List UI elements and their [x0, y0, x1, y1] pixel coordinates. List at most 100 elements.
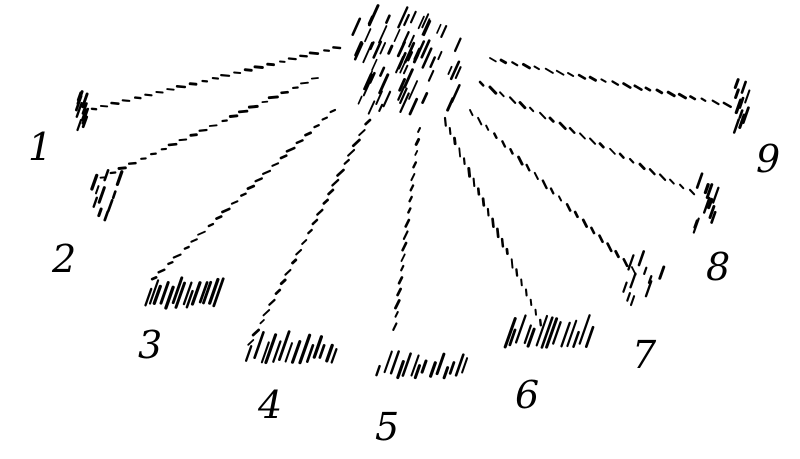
- endpoint-3-hatch: [182, 281, 193, 306]
- ray-9-dash: [577, 73, 587, 80]
- endpoint-7-hatch: [643, 266, 648, 276]
- ray-8-dash: [609, 147, 616, 155]
- endpoint-3-hatch: [159, 281, 170, 305]
- ray-7-dash: [533, 171, 539, 180]
- endpoint-6-hatch: [514, 314, 527, 344]
- ray-4-dash: [347, 148, 356, 157]
- ray-6-dash: [520, 278, 523, 287]
- hub-hatch-stroke: [409, 10, 417, 24]
- endpoint-5-hatch: [389, 350, 400, 375]
- endpoint-2-hatch: [97, 207, 103, 218]
- ray-6-dash: [505, 247, 509, 255]
- ray-7-dash: [541, 179, 548, 190]
- hub-hatch-stroke: [412, 53, 420, 64]
- ray-7-dash: [501, 140, 507, 148]
- ray-6-dash: [458, 147, 462, 158]
- ray-5-dash: [394, 299, 401, 310]
- endpoint-1-hatch: [76, 118, 83, 132]
- ray-9-dash: [521, 62, 531, 70]
- endpoint-label-6: 6: [515, 373, 539, 417]
- ray-5-dash: [396, 287, 402, 297]
- ray-4-dash: [336, 168, 345, 177]
- hub-hatch-stroke: [399, 92, 410, 113]
- endpoint-label-5: 5: [375, 405, 399, 449]
- ray-6-dash: [539, 318, 542, 327]
- ray-6-dash: [534, 308, 538, 316]
- hub-hatch-stroke: [369, 41, 375, 51]
- ray-3-dash: [295, 139, 304, 145]
- ray-3-dash: [279, 154, 288, 160]
- ray-5-dash: [414, 138, 421, 146]
- ray-2-dash: [267, 95, 279, 100]
- hub-hatch-stroke: [367, 15, 373, 25]
- ray-1-dash: [253, 65, 264, 69]
- hub-hatch-stroke: [402, 64, 409, 75]
- endpoint-5-hatch: [420, 359, 428, 374]
- hub-hatch-stroke: [379, 66, 386, 77]
- endpoint-4-hatch: [325, 343, 334, 363]
- ray-2-dash: [117, 166, 127, 170]
- ray-7-dash: [590, 226, 596, 235]
- ray-3-dash: [254, 177, 263, 183]
- endpoint-5-hatch: [429, 361, 437, 378]
- endpoint-8-hatch: [702, 196, 711, 214]
- hub-hatch-stroke: [382, 90, 392, 108]
- ray-7-dash: [606, 242, 613, 253]
- ray-2-dash: [300, 81, 309, 85]
- ray-7-dash: [549, 187, 555, 195]
- ray-8-dash: [648, 168, 656, 176]
- endpoint-6-hatch: [535, 314, 549, 347]
- ray-2-dash: [280, 90, 289, 95]
- ray-6-dash: [462, 157, 466, 165]
- ray-4-dash: [316, 208, 324, 216]
- ray-4-dash: [247, 339, 255, 346]
- endpoint-6-hatch: [552, 321, 562, 345]
- endpoint-7-hatch: [629, 295, 636, 307]
- ray-6-dash: [486, 207, 490, 217]
- ray-6-dash: [443, 116, 447, 127]
- ray-5-dash: [401, 241, 408, 252]
- ray-1-dash: [287, 57, 297, 61]
- ray-7-dash: [581, 218, 589, 228]
- ray-4-dash: [268, 298, 276, 306]
- ray-4-dash: [262, 309, 271, 317]
- ray-1-dash: [266, 62, 275, 67]
- ray-7-dash: [622, 257, 629, 268]
- ray-3-dash: [240, 192, 247, 197]
- endpoint-3-hatch: [171, 276, 184, 305]
- endpoint-4-hatch: [244, 345, 253, 362]
- ray-1-dash: [233, 71, 242, 74]
- ray-3-dash: [271, 162, 280, 167]
- ray-5-dash: [417, 126, 422, 133]
- ray-7-dash: [565, 203, 572, 212]
- endpoint-6-hatch: [540, 316, 554, 349]
- endpoint-9-hatch: [738, 109, 744, 119]
- endpoint-3-hatch: [185, 289, 194, 309]
- endpoint-3-hatch: [212, 277, 225, 308]
- endpoint-9-hatch: [740, 80, 747, 94]
- hub-hatch-stroke: [398, 78, 406, 92]
- endpoint-6-hatch: [578, 314, 591, 345]
- ray-9-dash: [555, 69, 565, 76]
- endpoint-label-4: 4: [257, 383, 282, 427]
- endpoint-3-hatch: [202, 280, 213, 305]
- endpoint-5-hatch: [435, 352, 446, 376]
- ray-8-dash: [628, 157, 635, 164]
- endpoint-2-hatch: [111, 190, 117, 200]
- endpoint-hatch-clusters: [74, 78, 751, 380]
- ray-9-dash: [722, 101, 732, 109]
- endpoint-1-hatch: [81, 115, 89, 129]
- ray-5-dash: [397, 276, 404, 285]
- ray-3-dash: [190, 238, 198, 243]
- hub-hatch-stroke: [399, 53, 410, 74]
- ray-7-dash: [614, 249, 620, 259]
- ray-1-dash: [175, 85, 187, 89]
- ray-4-dash: [251, 328, 261, 337]
- ray-1-dash: [211, 77, 220, 80]
- ray-3-dash: [313, 124, 320, 129]
- ray-2-dash: [237, 109, 249, 114]
- ray-9-dash: [511, 61, 519, 67]
- ray-8-dash: [669, 178, 675, 185]
- hub-hatch-stroke: [454, 66, 462, 79]
